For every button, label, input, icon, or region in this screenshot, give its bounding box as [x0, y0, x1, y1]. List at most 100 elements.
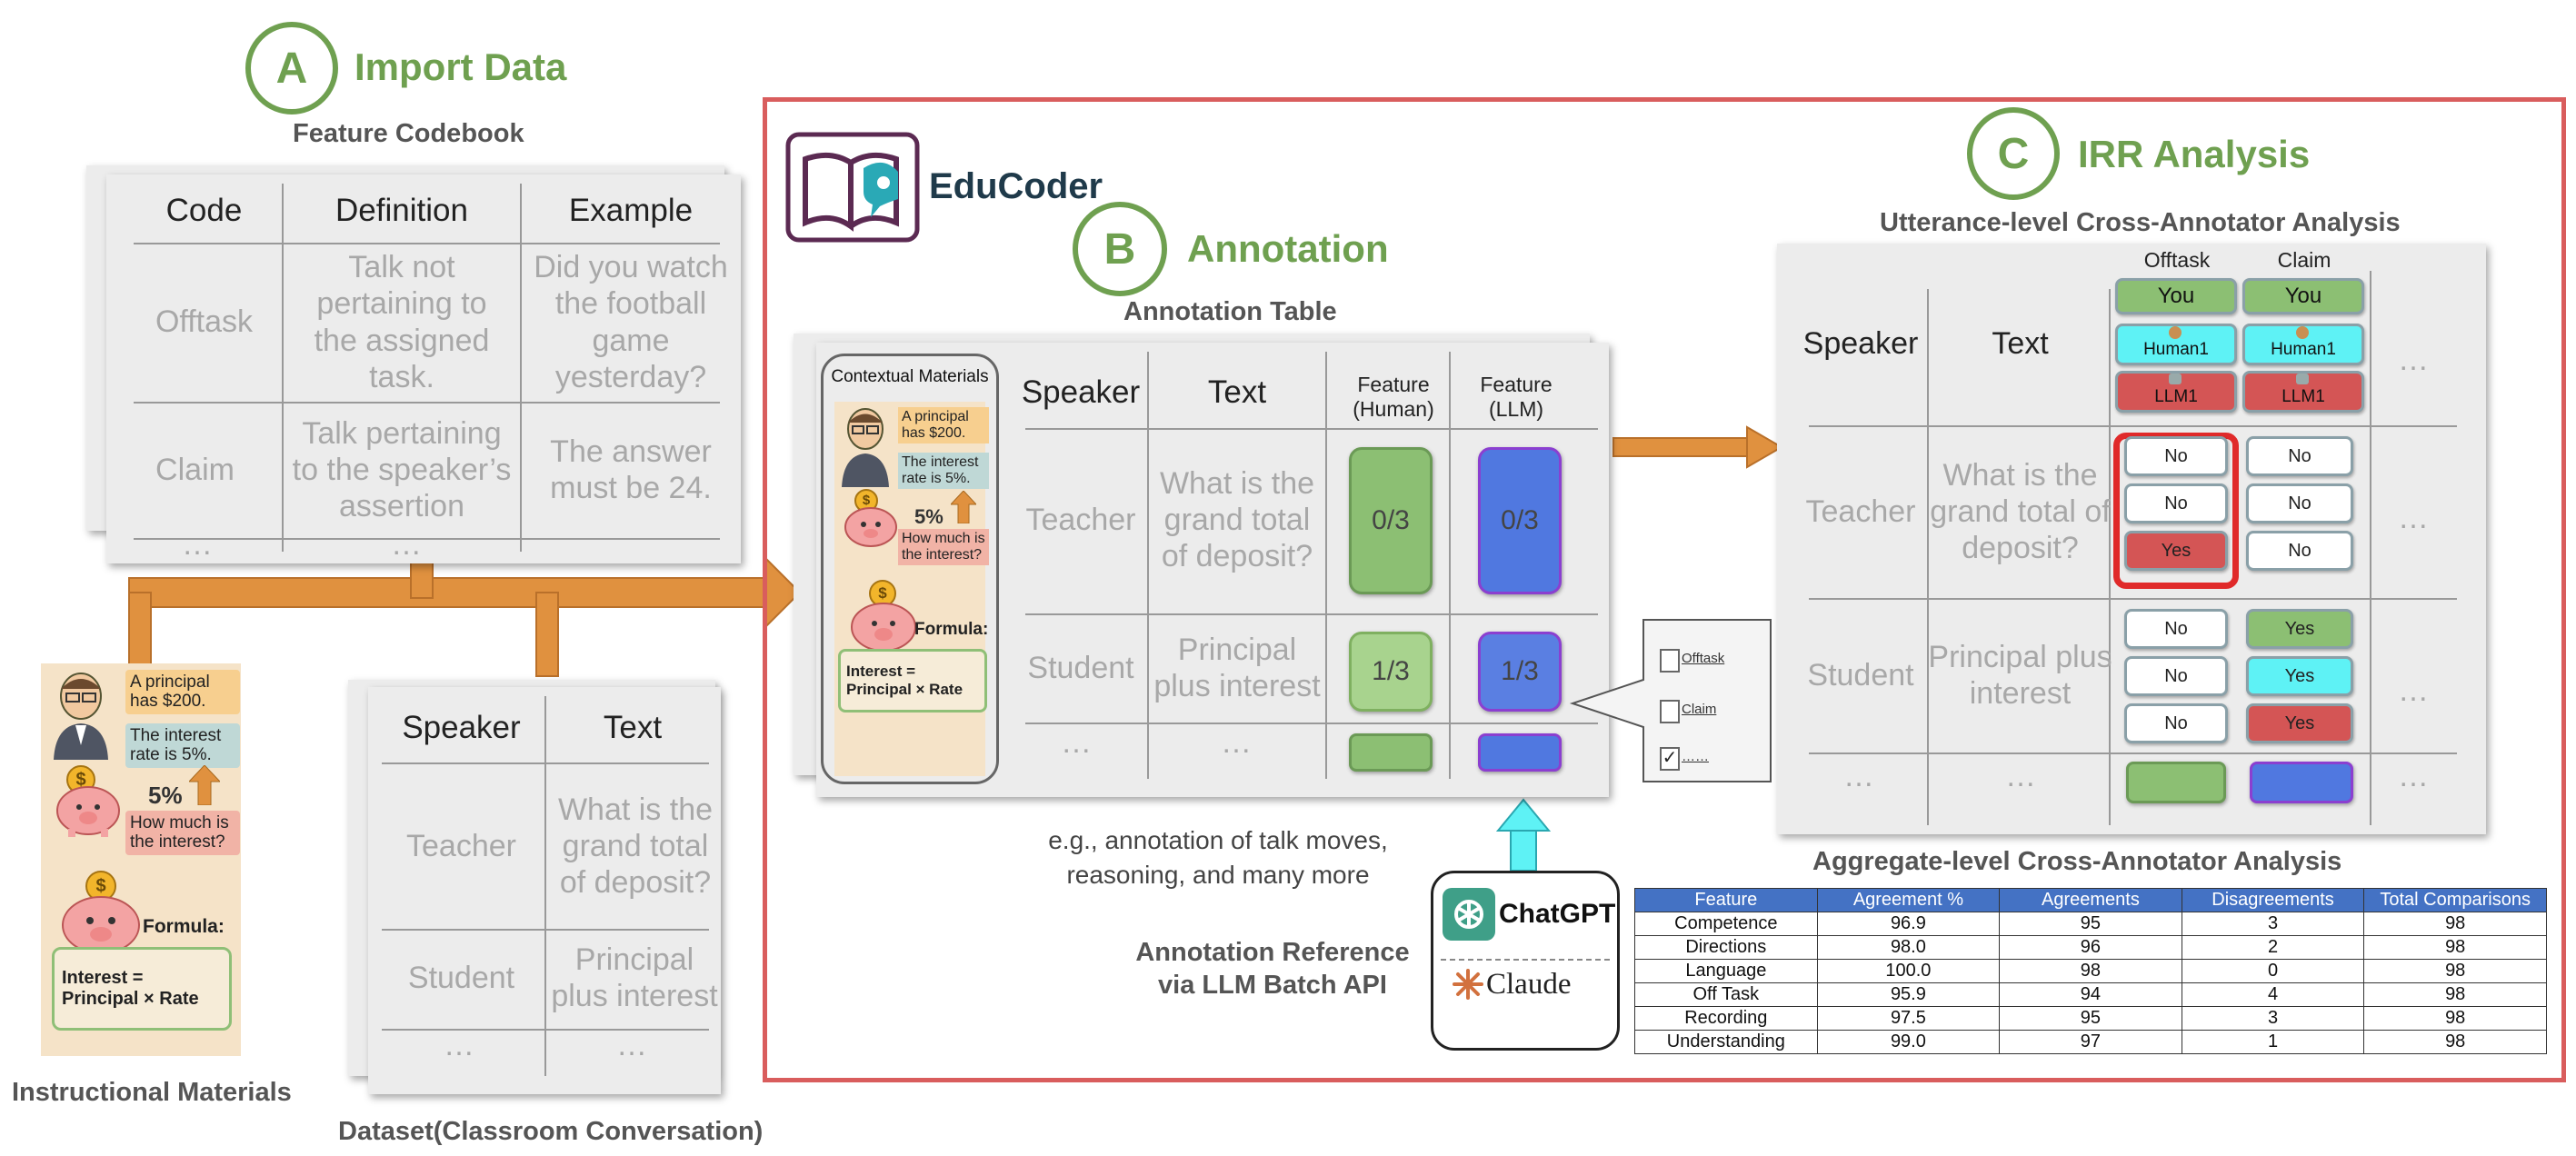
annotator-you-label: You — [2242, 278, 2364, 314]
irr-claim-llm1-cell[interactable]: Yes — [2246, 703, 2353, 743]
aggregate-header-disagreements: Disagreements — [2181, 888, 2365, 912]
irr-summary-human-cell[interactable] — [2126, 762, 2226, 803]
option-claim-checkbox[interactable] — [1660, 700, 1680, 723]
educoder-frame — [763, 97, 2566, 1082]
option-offtask-checkbox[interactable] — [1660, 649, 1680, 673]
irr-claim-human1-cell[interactable]: No — [2246, 483, 2353, 523]
annotation-text-teacher: What is the grand total of deposit? — [1159, 465, 1315, 574]
dataset-table: Speaker Text Teacher What is the grand t… — [368, 687, 721, 1094]
annotation-human-cell[interactable]: 1/3 — [1349, 632, 1433, 712]
aggregate-cell: 0 — [2181, 959, 2365, 983]
annotation-human-cell[interactable]: 0/3 — [1349, 447, 1433, 594]
irr-offtask-llm1-cell[interactable]: Yes — [2124, 531, 2228, 571]
section-a-title: Import Data — [354, 45, 567, 88]
irr-offtask-llm1-cell[interactable]: No — [2124, 703, 2228, 743]
dataset-header-speaker: Speaker — [402, 710, 521, 746]
disagreement-highlight — [2113, 433, 2239, 589]
annotation-table: Contextual Materials A principal has $20… — [816, 343, 1609, 797]
annotation-llm-cell[interactable]: 0/3 — [1478, 447, 1562, 594]
annotation-llm-cell[interactable]: 1/3 — [1478, 632, 1562, 712]
dataset-text-student: Principal plus interest — [551, 942, 718, 1013]
irr-ellipsis: … — [1843, 758, 1874, 793]
irr-offtask-you-cell[interactable]: No — [2124, 609, 2228, 649]
codebook-example-offtask: Did you watch the football game yesterda… — [534, 250, 728, 394]
claude-icon — [1452, 968, 1484, 1001]
section-c-title: IRR Analysis — [2078, 133, 2311, 175]
person-icon — [2296, 326, 2309, 339]
dataset-ellipsis: … — [444, 1027, 474, 1062]
aggregate-cell: 3 — [2181, 912, 2365, 936]
codebook-code-offtask: Offtask — [155, 304, 254, 340]
irr-claim-llm1-cell[interactable]: No — [2246, 531, 2353, 571]
annotation-speaker-student: Student — [1027, 650, 1134, 685]
aggregate-cell: 96 — [1999, 935, 2182, 960]
formula-box: Interest = Principal × Rate — [52, 947, 232, 1031]
option-more-checkbox[interactable]: ✓ — [1660, 747, 1680, 771]
annotation-header-text: Text — [1207, 374, 1267, 411]
annotation-llm-cell-empty[interactable] — [1478, 733, 1562, 772]
annotation-header-feature-human: Feature (Human) — [1353, 372, 1434, 421]
option-claim-label[interactable]: Claim — [1682, 702, 1717, 717]
codebook-subtitle: Feature Codebook — [293, 119, 524, 148]
irr-column-claim: Claim — [2277, 248, 2331, 273]
irr-claim-human1-cell[interactable]: Yes — [2246, 656, 2353, 696]
annotator-you-label: You — [2115, 278, 2237, 314]
codebook-code-claim: Claim — [155, 452, 235, 487]
irr-summary-llm-cell[interactable] — [2250, 762, 2353, 803]
irr-ellipsis: … — [2005, 758, 2036, 793]
aggregate-cell: 98.0 — [1816, 935, 2001, 960]
codebook-definition-offtask: Talk not pertaining to the assigned task… — [314, 250, 490, 394]
aggregate-header-feature: Feature — [1634, 888, 1818, 912]
aggregate-cell: 3 — [2181, 1006, 2365, 1031]
aggregate-cell: 98 — [2363, 982, 2547, 1007]
aggregate-cell: 98 — [2363, 935, 2547, 960]
instructional-materials-panel: A principal has $200. The interest rate … — [41, 663, 241, 1056]
irr-offtask-human1-cell[interactable]: No — [2124, 656, 2228, 696]
up-arrow-icon — [949, 490, 978, 524]
aggregate-header-agreements: Agreements — [1999, 888, 2182, 912]
irr-claim-you-cell[interactable]: Yes — [2246, 609, 2353, 649]
contextual-materials-panel: Contextual Materials A principal has $20… — [821, 354, 999, 784]
irr-header-speaker: Speaker — [1802, 325, 1919, 361]
annotator-human1-label: Human1 — [2115, 324, 2237, 365]
aggregate-cell: 98 — [2363, 912, 2547, 936]
formula-label: Formula: — [914, 620, 989, 639]
dataset-caption: Dataset(Classroom Conversation) — [338, 1117, 764, 1146]
instructional-materials-caption: Instructional Materials — [12, 1078, 292, 1107]
annotation-ellipsis: … — [1061, 724, 1092, 760]
section-a-letter: A — [275, 44, 308, 93]
contextual-materials-image: A principal has $200. The interest rate … — [834, 402, 989, 776]
aggregate-header-row: Feature Agreement % Agreements Disagreem… — [1634, 888, 2547, 912]
piggy-bank-icon — [847, 598, 920, 656]
aggregate-cell: 99.0 — [1816, 1030, 2001, 1054]
aggregate-cell: 95.9 — [1816, 982, 2001, 1007]
irr-claim-you-cell[interactable]: No — [2246, 436, 2353, 476]
person-icon — [2169, 326, 2182, 339]
utterance-subtitle: Utterance-level Cross-Annotator Analysis — [1880, 208, 2401, 237]
dataset-text-teacher: What is the grand total of deposit? — [557, 792, 714, 901]
educoder-brand-name: EduCoder — [929, 166, 1103, 206]
aggregate-cell: Competence — [1634, 912, 1818, 936]
material-note-principal: A principal has $200. — [125, 670, 240, 714]
codebook-header-example: Example — [568, 193, 694, 229]
irr-column-offtask: Offtask — [2143, 248, 2211, 273]
option-offtask-label[interactable]: Offtask — [1682, 651, 1725, 666]
annotation-header-speaker: Speaker — [1021, 374, 1141, 411]
irr-text-teacher: What is the grand total of deposit? — [1930, 457, 2111, 566]
codebook-header-code: Code — [165, 193, 243, 229]
irr-offtask-human1-cell[interactable]: No — [2124, 483, 2228, 523]
material-note-rate: The interest rate is 5%. — [898, 453, 989, 489]
section-b-badge: B — [1073, 202, 1167, 296]
piggy-bank-icon — [842, 503, 900, 551]
irr-offtask-you-cell[interactable]: No — [2124, 436, 2228, 476]
option-more-label[interactable]: …… — [1682, 749, 1709, 764]
section-b-title: Annotation — [1187, 227, 1389, 270]
annotation-human-cell-empty[interactable] — [1349, 733, 1433, 772]
dataset-header-text: Text — [603, 710, 663, 746]
educoder-logo-icon — [785, 132, 920, 243]
